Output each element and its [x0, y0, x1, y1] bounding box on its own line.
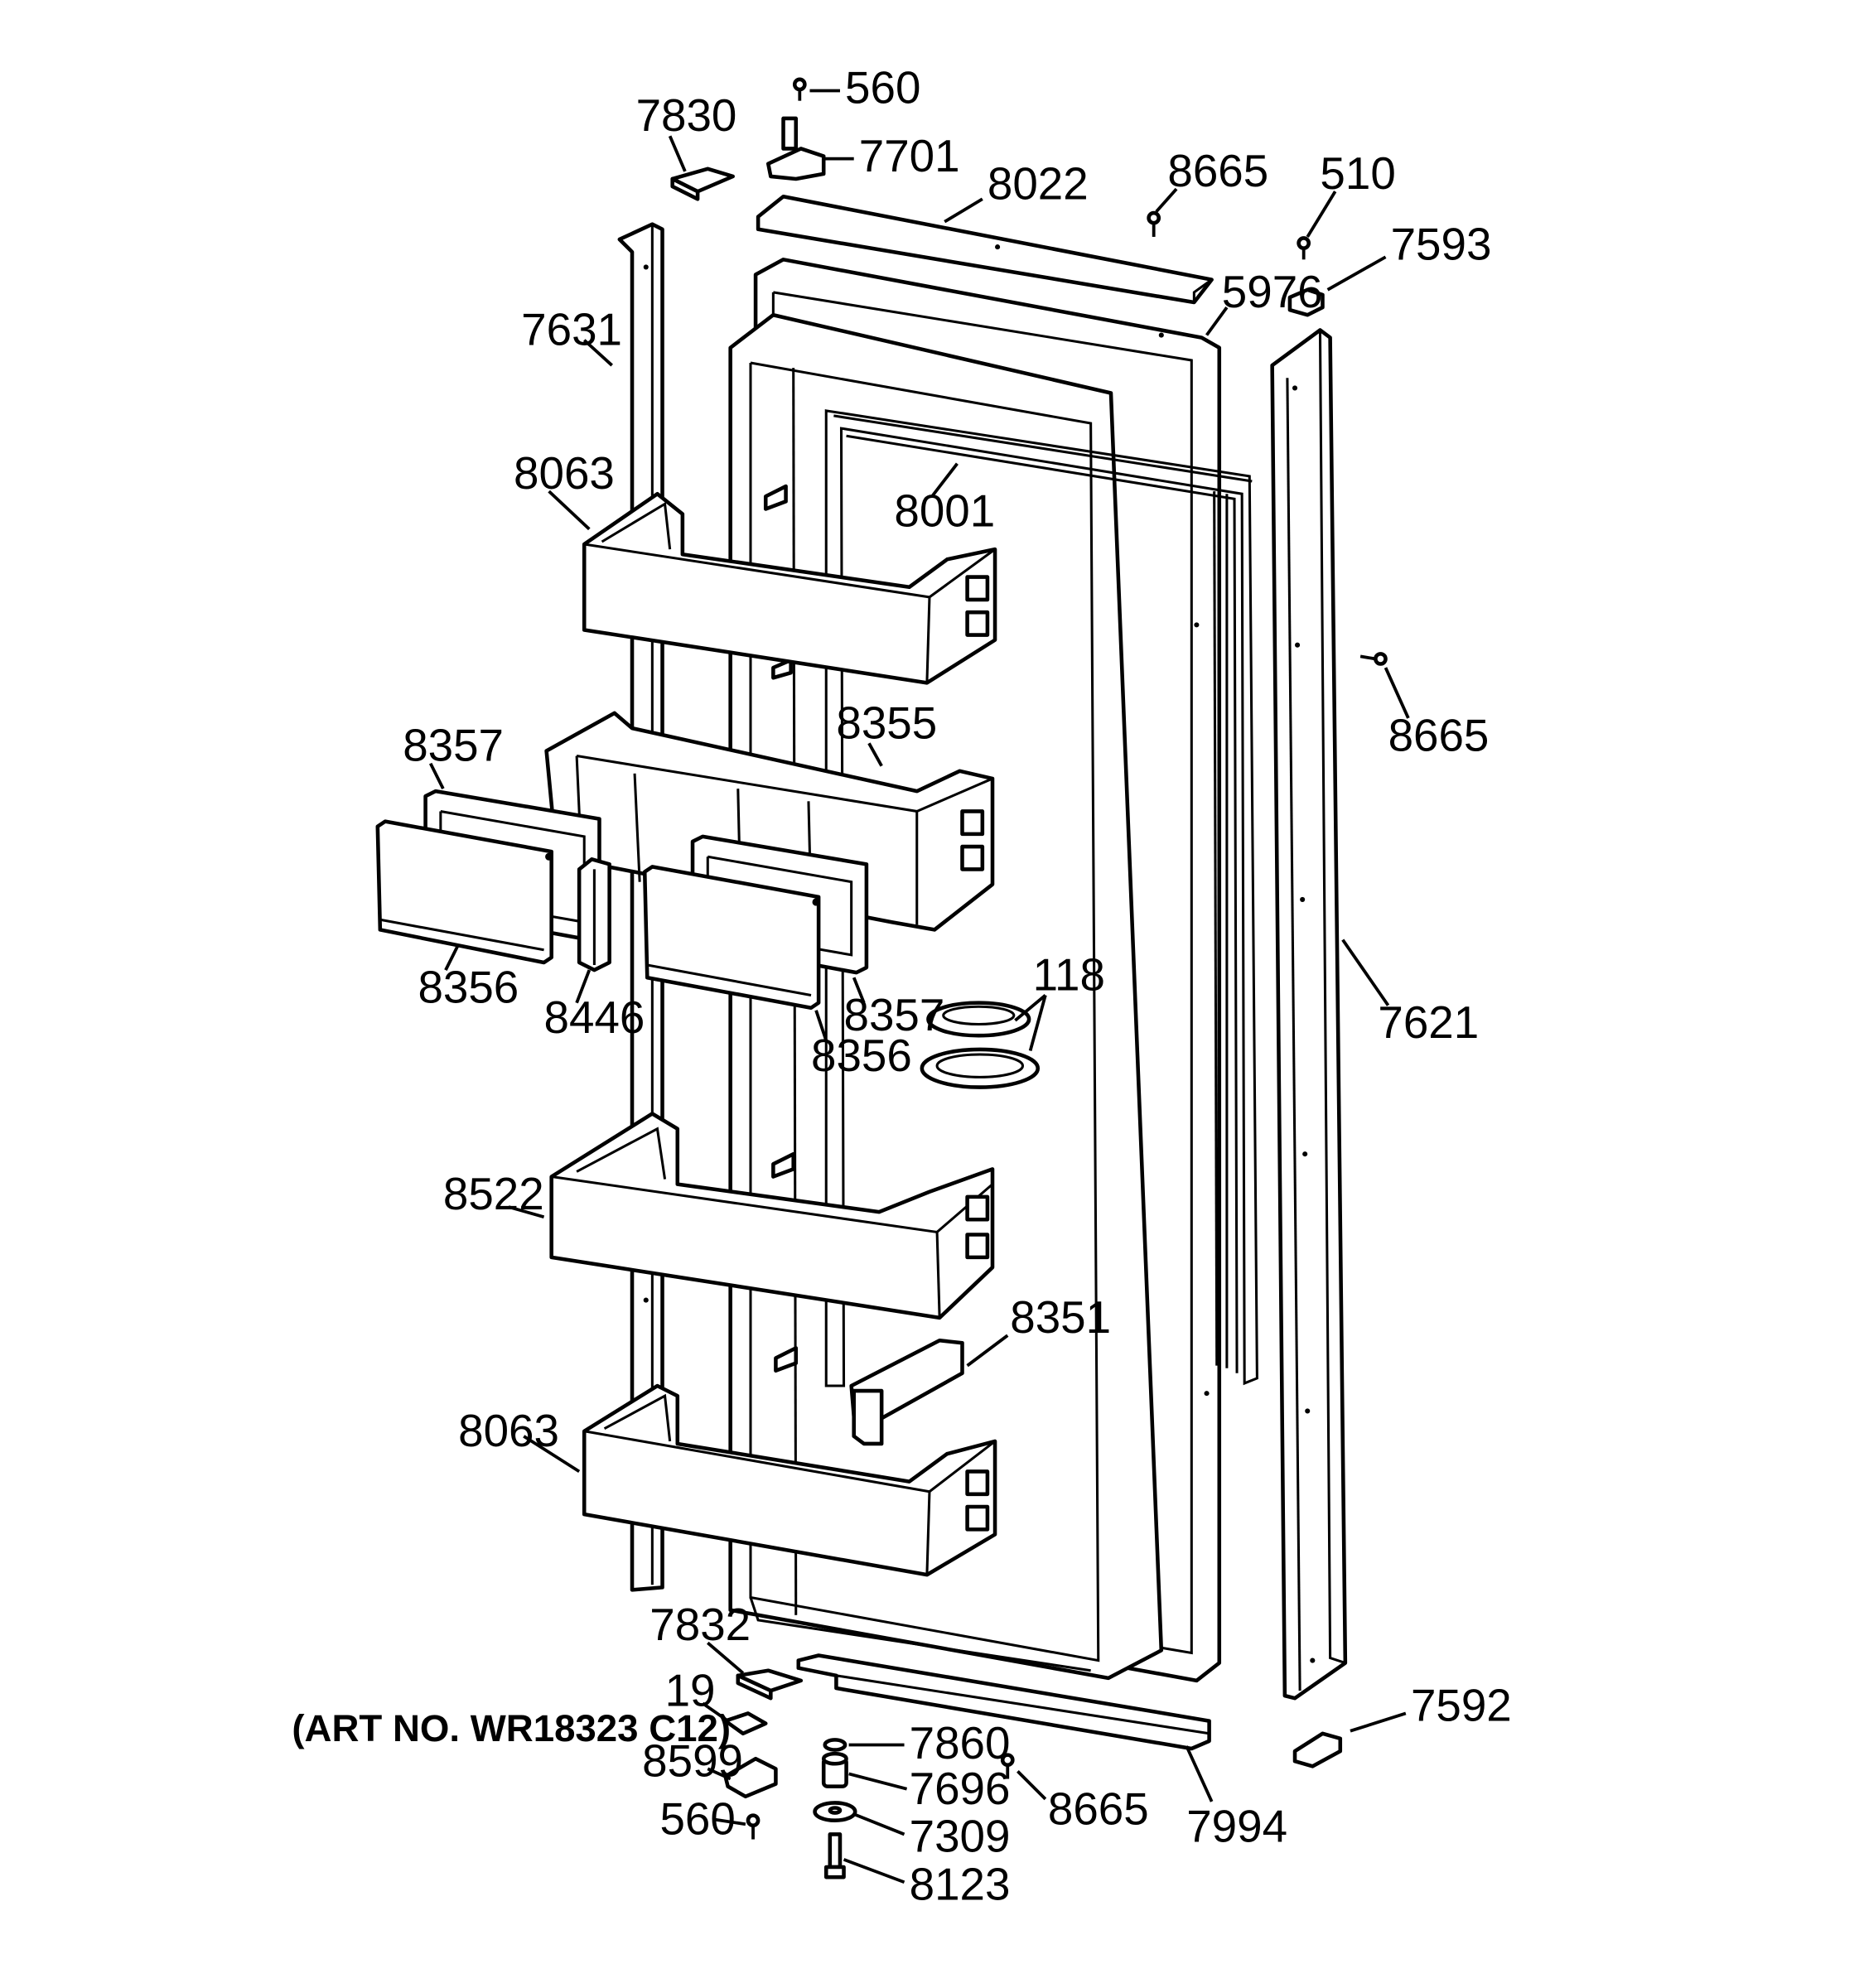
cam-7592: [1292, 1731, 1343, 1768]
washer-7309: [813, 1801, 857, 1822]
callout-7593: 7593: [1391, 218, 1492, 269]
callout-8063-top: 8063: [514, 447, 615, 499]
callout-8356-left: 8356: [418, 962, 519, 1013]
callout-560-bottom: 560: [659, 1793, 735, 1844]
holder-8351: [849, 1338, 964, 1446]
callout-7631: 7631: [521, 304, 622, 355]
hinge-7701: [765, 116, 826, 181]
cam-7593: [1287, 287, 1325, 317]
bolt-8123: [823, 1832, 846, 1879]
callout-8123: 8123: [910, 1859, 1011, 1910]
screw-510: [1297, 236, 1311, 260]
callout-7309: 7309: [910, 1811, 1011, 1862]
shelf-divider-8446: [577, 856, 611, 972]
bracket-8599: [723, 1756, 778, 1799]
leader-lines: [428, 89, 1410, 1884]
callout-8446: 8446: [544, 992, 645, 1043]
callout-7860: 7860: [910, 1717, 1011, 1768]
callout-7592: 7592: [1411, 1680, 1512, 1731]
callout-8001: 8001: [894, 485, 995, 537]
right-door-trim-7621: [1270, 328, 1348, 1701]
callout-19: 19: [665, 1664, 716, 1715]
callout-7830: 7830: [636, 89, 737, 141]
callout-8356-right: 8356: [811, 1030, 912, 1081]
callout-7832: 7832: [650, 1599, 751, 1650]
callout-510: 510: [1320, 147, 1395, 199]
callout-8351: 8351: [1010, 1291, 1111, 1343]
callout-8599: 8599: [642, 1735, 743, 1786]
door-bin-8522: [549, 1112, 995, 1320]
callout-7994: 7994: [1186, 1801, 1287, 1852]
callout-8022: 8022: [988, 157, 1089, 209]
callout-labels: 560 7830 7701 8022 8665 510 7593 5976 76…: [403, 62, 1512, 1910]
bottom-cap-7994: [796, 1653, 1211, 1751]
cover-7832: [736, 1668, 804, 1701]
shelf-door-left-8356: [375, 819, 553, 965]
callout-8357-left: 8357: [403, 720, 504, 771]
screw-8665-top: [1147, 210, 1161, 237]
plug-pair-118: [920, 1001, 1041, 1089]
callout-8357-right: 8357: [844, 989, 945, 1040]
callout-8665-right: 8665: [1388, 709, 1490, 760]
callout-7701: 7701: [859, 130, 960, 181]
callout-5976: 5976: [1222, 266, 1323, 317]
callout-560-top: 560: [845, 62, 920, 113]
screw-560-top: [792, 77, 807, 101]
callout-8355: 8355: [836, 697, 937, 748]
clip-19: [723, 1711, 768, 1736]
top-cap-8022: [756, 194, 1214, 305]
callout-7696: 7696: [910, 1763, 1011, 1814]
bushing-7696: [821, 1751, 848, 1788]
door-bin-upper-8063: [582, 491, 997, 685]
callout-8063-bottom: 8063: [458, 1405, 559, 1456]
cover-7830: [670, 166, 735, 201]
washer-7860: [823, 1738, 847, 1752]
door-bin-lower-8063: [582, 1383, 997, 1577]
shelf-door-right-8356: [642, 865, 821, 1011]
door-gasket-8001: [824, 409, 1258, 1387]
screw-8665-right: [1359, 652, 1388, 666]
callout-8665-bottom: 8665: [1048, 1783, 1149, 1834]
callout-7621: 7621: [1378, 996, 1479, 1048]
callout-8665-top: 8665: [1167, 145, 1268, 196]
callout-8522: 8522: [443, 1168, 544, 1219]
screw-560-bottom: [746, 1813, 761, 1840]
screw-8665-bottom: [1000, 1753, 1015, 1779]
callout-118: 118: [1033, 948, 1105, 1000]
art-number-label: (ART NO. WR18323 C12): [292, 1707, 731, 1749]
